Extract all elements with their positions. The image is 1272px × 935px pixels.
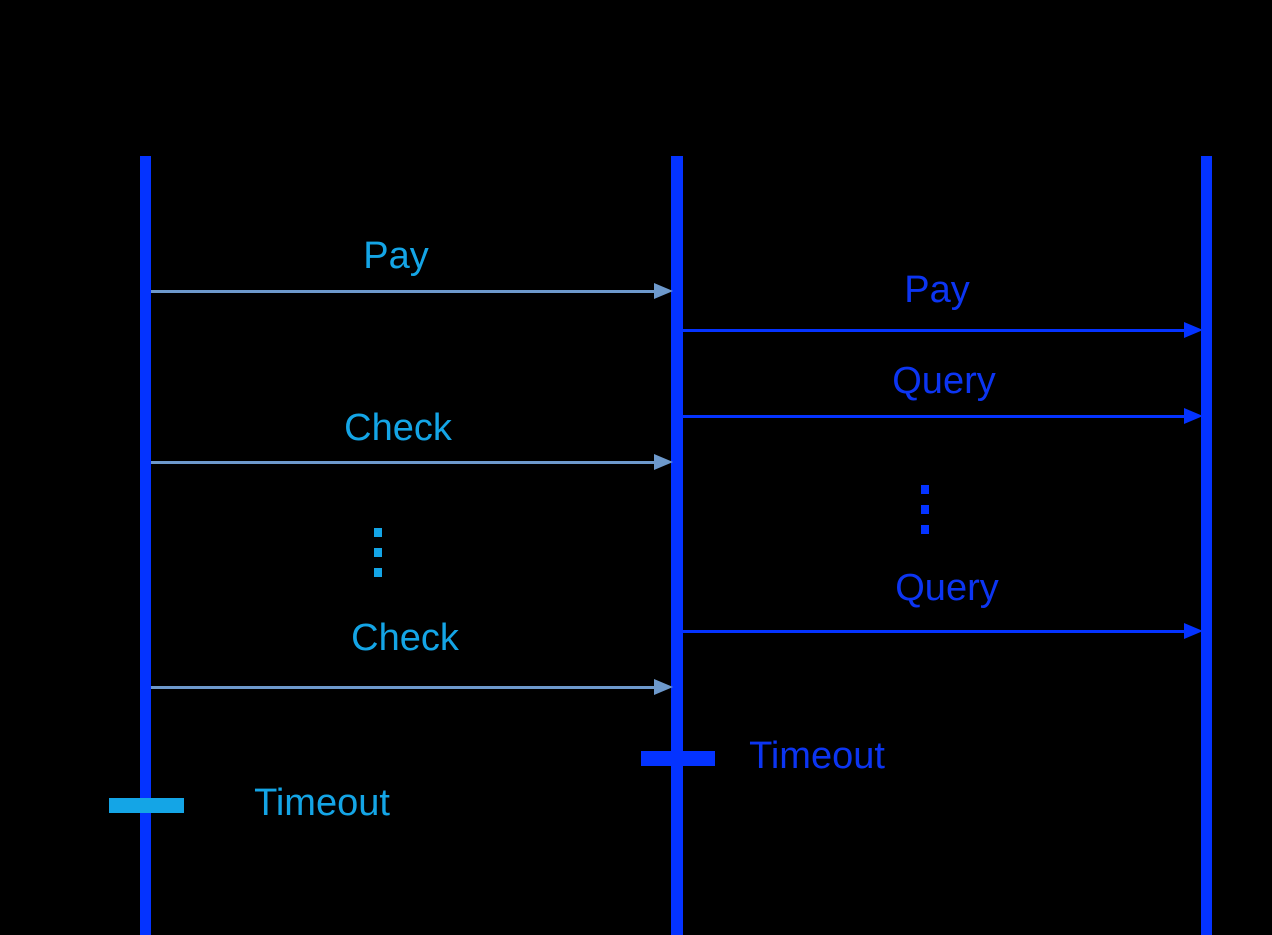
ellipsis-dot bbox=[921, 485, 929, 494]
message-label-query-1: Query bbox=[892, 360, 996, 402]
arrowhead-icon bbox=[654, 679, 673, 695]
vertical-ellipsis-icon bbox=[374, 528, 382, 588]
ellipsis-dot bbox=[374, 548, 382, 557]
arrowhead-icon bbox=[654, 454, 673, 470]
message-label-check-2: Check bbox=[351, 617, 459, 659]
arrowhead-icon bbox=[1184, 322, 1203, 338]
ellipsis-dot bbox=[921, 525, 929, 534]
message-label-pay-1: Pay bbox=[363, 235, 429, 277]
message-label-check-1: Check bbox=[344, 407, 452, 449]
ellipsis-dot bbox=[374, 568, 382, 577]
timeout-tick-middle bbox=[641, 751, 715, 766]
arrow-shaft bbox=[151, 686, 659, 689]
arrow-shaft bbox=[683, 329, 1189, 332]
timeout-tick-left bbox=[109, 798, 184, 813]
arrow-shaft bbox=[151, 461, 659, 464]
timeout-label-left: Timeout bbox=[254, 782, 390, 824]
message-label-pay-2: Pay bbox=[904, 269, 970, 311]
arrowhead-icon bbox=[1184, 623, 1203, 639]
ellipsis-dot bbox=[921, 505, 929, 514]
arrowhead-icon bbox=[1184, 408, 1203, 424]
lifeline-right bbox=[1201, 156, 1212, 935]
ellipsis-dot bbox=[374, 528, 382, 537]
message-label-query-2: Query bbox=[895, 567, 999, 609]
arrowhead-icon bbox=[654, 283, 673, 299]
lifeline-left bbox=[140, 156, 151, 935]
lifeline-middle bbox=[671, 156, 683, 935]
arrow-shaft bbox=[683, 630, 1189, 633]
timeout-label-middle: Timeout bbox=[749, 735, 885, 777]
vertical-ellipsis-icon bbox=[921, 485, 929, 545]
arrow-shaft bbox=[151, 290, 659, 293]
arrow-shaft bbox=[683, 415, 1189, 418]
